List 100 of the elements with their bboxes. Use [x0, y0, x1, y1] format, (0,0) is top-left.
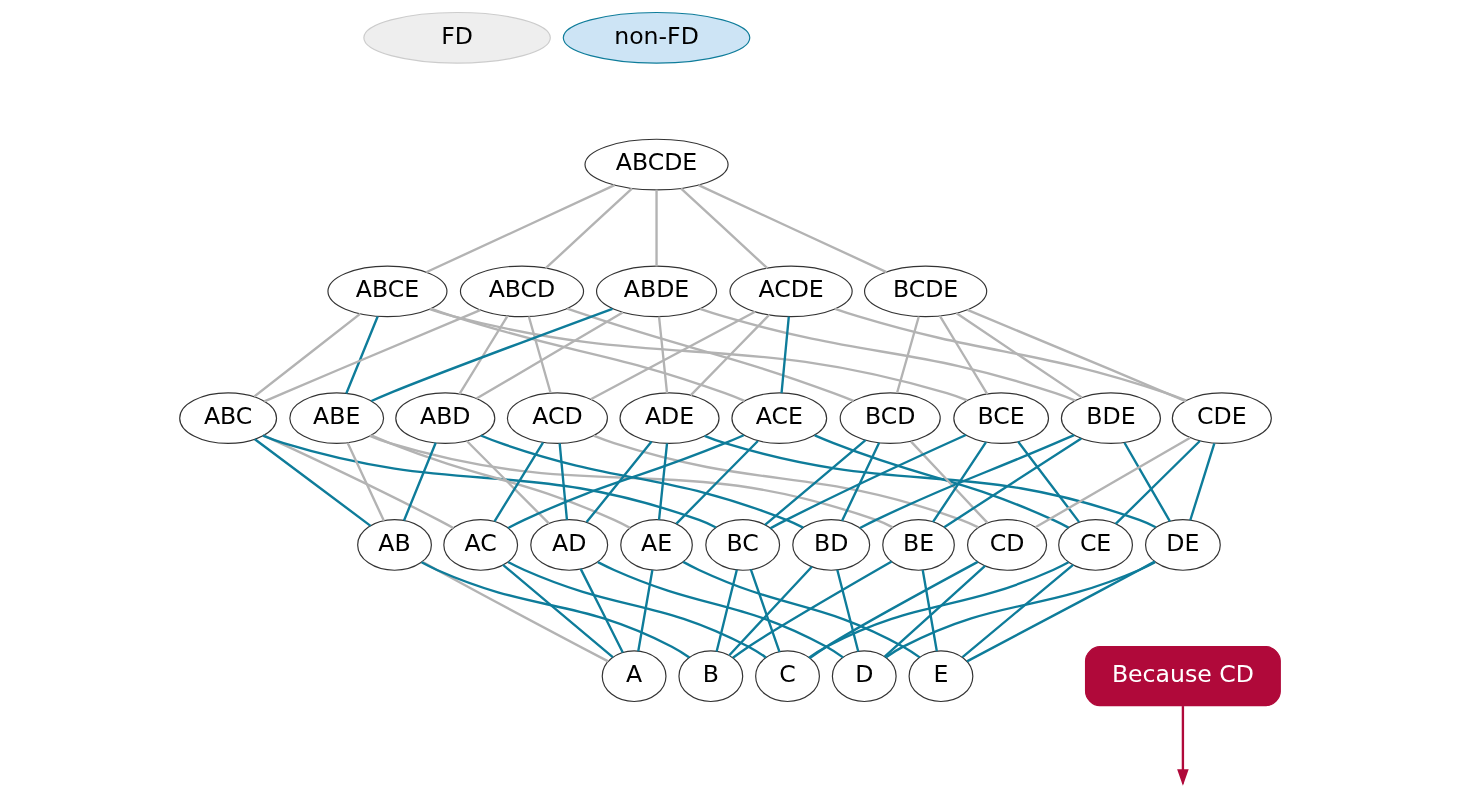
node-ellipse: BDE: [1060, 392, 1161, 444]
connector: [345, 316, 379, 394]
node-ellipse: BC: [705, 519, 781, 571]
connector: [769, 433, 967, 530]
connector: [809, 560, 979, 659]
node-ellipse: ABCE: [327, 265, 448, 318]
connector: [808, 561, 1070, 659]
node-ellipse: BD: [792, 519, 871, 571]
connector: [938, 315, 989, 395]
connector: [1189, 442, 1216, 521]
connector: [369, 434, 894, 529]
node-box: Because CD: [1084, 646, 1281, 707]
connector: [590, 310, 756, 401]
node-ellipse: CD: [966, 519, 1048, 571]
node-ellipse: ABCD: [459, 265, 585, 318]
connector: [507, 434, 745, 530]
node-ellipse: ABC: [179, 392, 278, 444]
connector: [655, 189, 658, 267]
node-ellipse: BCE: [953, 392, 1050, 444]
legend-label: FD: [441, 21, 473, 50]
connector: [402, 442, 437, 521]
connector: [593, 434, 979, 529]
connector: [370, 307, 613, 403]
node-ellipse: ABE: [289, 392, 385, 444]
connector: [263, 309, 481, 403]
node-ellipse: AD: [530, 519, 609, 571]
connector: [698, 184, 887, 274]
connector: [689, 313, 771, 397]
connector: [657, 443, 669, 520]
connector: [480, 434, 804, 529]
connector: [475, 311, 624, 400]
connector: [764, 439, 867, 526]
connector: [421, 561, 691, 659]
node-ellipse: E: [908, 650, 974, 703]
connector: [466, 440, 550, 525]
connector: [932, 441, 987, 523]
connector: [704, 434, 1157, 529]
connector: [961, 563, 1074, 658]
connector: [1114, 440, 1201, 525]
node-ellipse: AC: [443, 519, 519, 571]
connector: [728, 566, 813, 656]
connector: [370, 434, 631, 529]
connector: [262, 434, 717, 529]
connector: [527, 316, 552, 394]
node-ellipse: ADE: [619, 392, 720, 444]
connector: [254, 438, 372, 527]
node-ellipse: ABCDE: [584, 138, 729, 191]
connector: [493, 442, 544, 522]
connector: [682, 560, 921, 659]
connector: [1123, 442, 1171, 522]
node-ellipse: BE: [882, 519, 955, 571]
node-ellipse: ABDE: [595, 265, 718, 318]
connector: [910, 440, 989, 524]
connector: [834, 307, 1187, 402]
connector: [566, 307, 854, 403]
connector: [544, 187, 633, 270]
node-ellipse: A: [601, 650, 667, 703]
connector: [657, 316, 669, 394]
connector: [579, 568, 624, 653]
legend-label: non-FD: [614, 21, 699, 50]
connector: [253, 312, 362, 398]
connector: [732, 560, 893, 659]
connector: [895, 316, 920, 394]
connector: [675, 440, 759, 525]
node-ellipse: ABD: [395, 392, 496, 444]
connector: [1017, 440, 1081, 523]
connector: [921, 569, 938, 652]
connector: [346, 442, 385, 522]
connector: [841, 442, 881, 522]
node-ellipse: B: [678, 650, 744, 703]
node-ellipse: BCDE: [863, 265, 988, 318]
node-ellipse: BCD: [839, 392, 941, 444]
node-ellipse: CDE: [1171, 392, 1272, 444]
connector: [859, 434, 1075, 530]
node-ellipse: AE: [620, 519, 693, 571]
connector: [558, 443, 569, 520]
node-ellipse: ACDE: [729, 265, 853, 318]
node-ellipse: C: [755, 650, 820, 703]
node-ellipse: ACE: [731, 392, 828, 444]
connector: [507, 560, 767, 659]
connector: [502, 563, 614, 658]
connector: [814, 434, 1070, 529]
connector: [585, 440, 653, 523]
connector: [597, 561, 844, 659]
connector: [458, 315, 509, 395]
connector: [967, 308, 1186, 403]
connector: [680, 187, 769, 270]
connector: [421, 560, 609, 663]
connector: [885, 561, 1156, 659]
connector: [749, 569, 781, 653]
node-ellipse: ACD: [506, 392, 608, 444]
connector: [715, 569, 738, 652]
node-ellipse: DE: [1145, 519, 1221, 571]
connector: [1034, 436, 1191, 529]
connector: [955, 312, 1083, 399]
connector: [425, 184, 615, 274]
node-ellipse: AB: [357, 519, 432, 571]
connector: [966, 560, 1156, 663]
connector: [637, 569, 654, 652]
connector: [780, 316, 790, 394]
